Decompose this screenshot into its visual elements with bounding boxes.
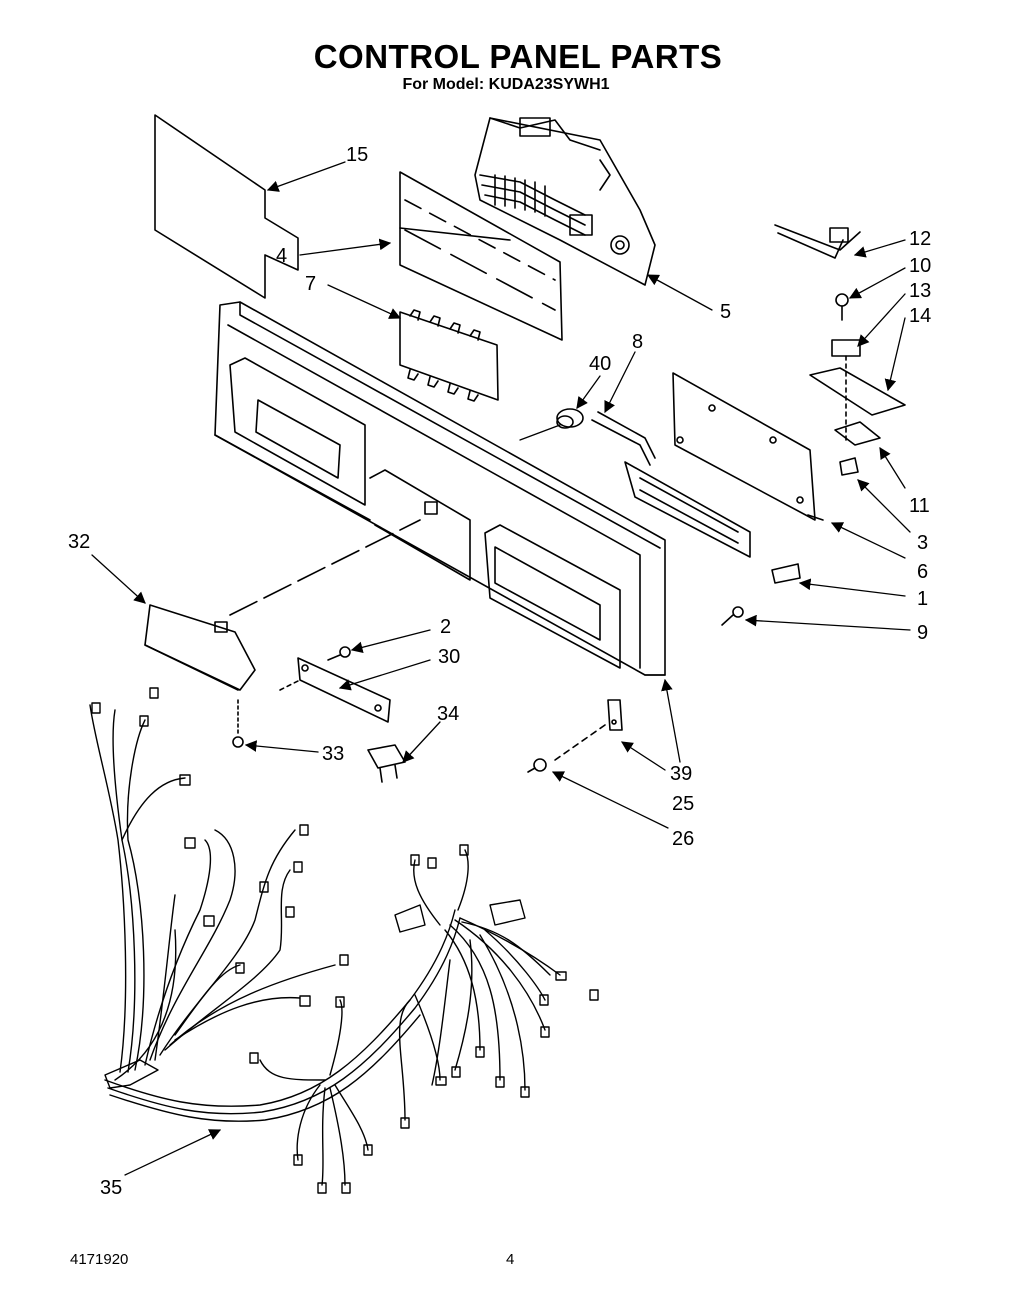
callout-5: 5 bbox=[720, 301, 731, 323]
page-number: 4 bbox=[506, 1251, 515, 1268]
part-7-circuit-board bbox=[399, 309, 499, 402]
part-35-wire-harness bbox=[89, 687, 599, 1194]
part-10-screw bbox=[835, 293, 849, 321]
part-12-bracket bbox=[774, 224, 861, 259]
part-9-screw bbox=[721, 606, 744, 626]
callout-12: 12 bbox=[909, 228, 931, 250]
callout-32: 32 bbox=[68, 531, 90, 553]
callout-leaders bbox=[91, 161, 911, 1176]
callout-40: 40 bbox=[589, 353, 611, 375]
callout-labels: 15 4 7 5 12 10 13 14 40 8 11 3 6 1 9 32 … bbox=[68, 144, 931, 1199]
callout-34: 34 bbox=[437, 703, 459, 725]
callout-30: 30 bbox=[438, 646, 460, 668]
part-6-mounting-plate bbox=[672, 372, 824, 521]
part-32-bracket bbox=[144, 519, 421, 691]
part-4-overlay bbox=[399, 171, 563, 341]
callout-2: 2 bbox=[440, 616, 451, 638]
callout-14: 14 bbox=[909, 305, 931, 327]
callout-26: 26 bbox=[672, 828, 694, 850]
callout-35: 35 bbox=[100, 1177, 122, 1199]
callout-3: 3 bbox=[917, 532, 928, 554]
page-title: CONTROL PANEL PARTS bbox=[313, 38, 723, 75]
part-34-clip bbox=[367, 744, 406, 783]
part-11-bracket bbox=[834, 421, 881, 446]
callout-4: 4 bbox=[276, 245, 287, 267]
part-15-insulation bbox=[154, 114, 299, 299]
callout-6: 6 bbox=[917, 561, 928, 583]
part-1-clip bbox=[771, 563, 801, 584]
part-26-screw bbox=[527, 758, 547, 773]
part-40-bushing bbox=[556, 408, 584, 429]
part-3-clip bbox=[839, 457, 859, 476]
callout-39: 39 bbox=[670, 763, 692, 785]
part-13-switch bbox=[831, 339, 861, 441]
part-30-plate bbox=[279, 657, 391, 723]
callout-25: 25 bbox=[672, 793, 694, 815]
callout-10: 10 bbox=[909, 255, 931, 277]
model-subtitle: For Model: KUDA23SYWH1 bbox=[402, 76, 610, 93]
part-2-screw bbox=[327, 646, 351, 661]
callout-8: 8 bbox=[632, 331, 643, 353]
callout-33: 33 bbox=[322, 743, 344, 765]
part-33-screw bbox=[232, 699, 244, 748]
part-console-panel bbox=[214, 301, 666, 676]
callout-13: 13 bbox=[909, 280, 931, 302]
part-8-ribbon-cable bbox=[591, 411, 751, 558]
callout-9: 9 bbox=[917, 622, 928, 644]
part-25-bracket bbox=[554, 699, 623, 761]
doc-number: 4171920 bbox=[70, 1251, 129, 1268]
callout-11: 11 bbox=[909, 495, 930, 517]
part-14-insulator bbox=[809, 367, 906, 416]
callout-15: 15 bbox=[346, 144, 368, 166]
callout-1: 1 bbox=[917, 588, 928, 610]
callout-7: 7 bbox=[305, 273, 316, 295]
part-5-control-board bbox=[474, 117, 656, 286]
